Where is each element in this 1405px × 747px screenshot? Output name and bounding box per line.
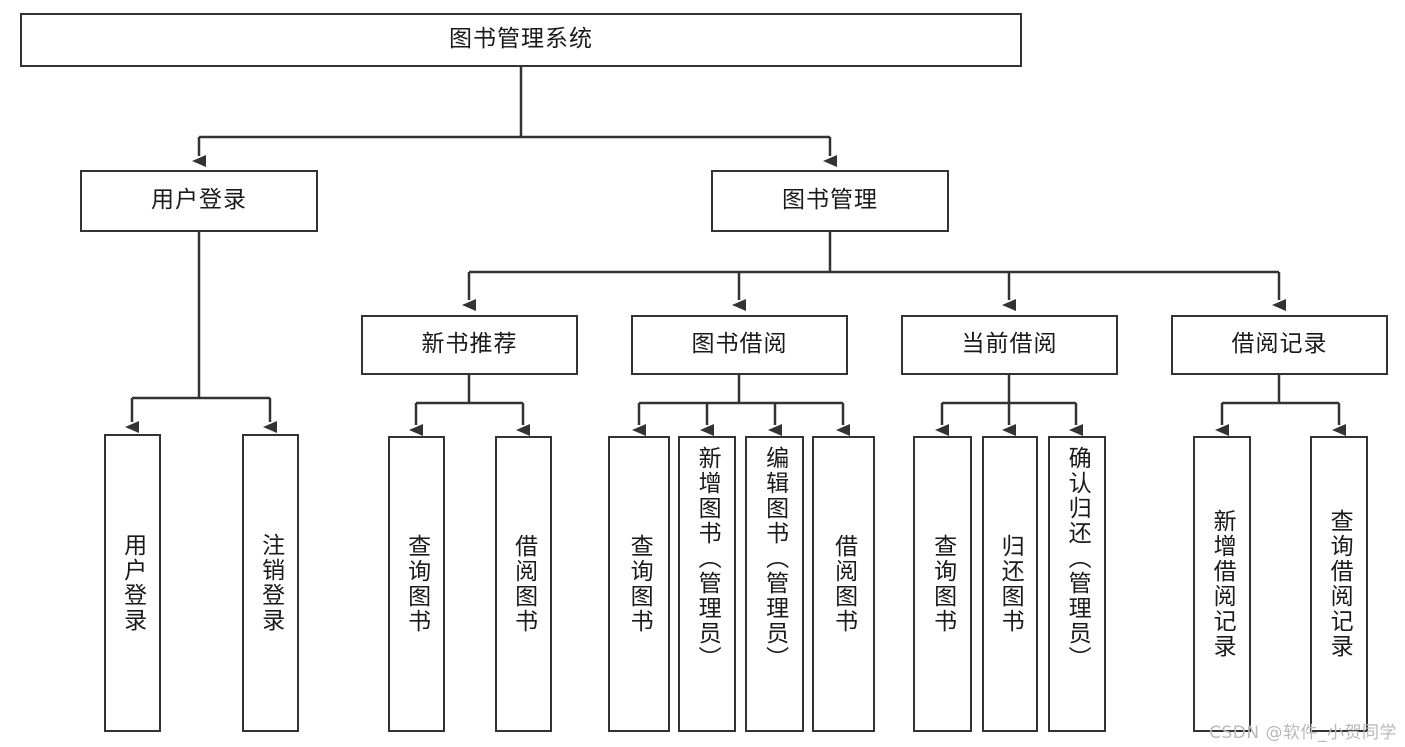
leaf-newbook-query-book[interactable]: 查询图书 [388, 436, 445, 732]
node-current-borrow[interactable]: 当前借阅 [901, 315, 1118, 375]
leaf-label: 查询借阅记录 [1326, 509, 1353, 659]
leaf-label: 新增图书（管理员） [694, 446, 721, 671]
leaf-label: 确认归还（管理员） [1064, 446, 1091, 671]
leaf-user-login-signin[interactable]: 用户登录 [104, 434, 161, 732]
leaf-label: 查询图书 [626, 534, 653, 634]
leaf-borrow-edit-book-admin[interactable]: 编辑图书（管理员） [745, 436, 804, 732]
leaf-borrow-query-book[interactable]: 查询图书 [608, 436, 670, 732]
leaf-records-query-record[interactable]: 查询借阅记录 [1310, 436, 1368, 732]
leaf-label: 查询图书 [929, 534, 956, 634]
leaf-label: 借阅图书 [830, 534, 857, 634]
leaf-label: 编辑图书（管理员） [761, 446, 788, 671]
csdn-watermark: CSDN @软件_小贺同学 [1209, 723, 1397, 743]
leaf-records-add-record[interactable]: 新增借阅记录 [1193, 436, 1251, 732]
leaf-borrow-add-book-admin[interactable]: 新增图书（管理员） [678, 436, 736, 732]
leaf-label: 查询图书 [403, 534, 430, 634]
leaf-label: 借阅图书 [510, 534, 537, 634]
node-book-borrow[interactable]: 图书借阅 [631, 315, 848, 375]
leaf-borrow-borrow-book[interactable]: 借阅图书 [812, 436, 875, 732]
node-borrow-records[interactable]: 借阅记录 [1171, 315, 1388, 375]
leaf-label: 用户登录 [119, 533, 146, 633]
leaf-label: 注销登录 [257, 533, 284, 633]
node-user-login[interactable]: 用户登录 [80, 170, 318, 232]
leaf-newbook-borrow-book[interactable]: 借阅图书 [495, 436, 552, 732]
leaf-current-query-book[interactable]: 查询图书 [913, 436, 972, 732]
node-book-management[interactable]: 图书管理 [711, 170, 949, 232]
node-root-system[interactable]: 图书管理系统 [20, 13, 1022, 67]
leaf-user-login-signout[interactable]: 注销登录 [242, 434, 299, 732]
leaf-label: 新增借阅记录 [1209, 509, 1236, 659]
leaf-label: 归还图书 [997, 534, 1024, 634]
leaf-current-return-book[interactable]: 归还图书 [982, 436, 1038, 732]
node-new-book-recommend[interactable]: 新书推荐 [361, 315, 578, 375]
leaf-current-confirm-return-admin[interactable]: 确认归还（管理员） [1048, 436, 1106, 732]
